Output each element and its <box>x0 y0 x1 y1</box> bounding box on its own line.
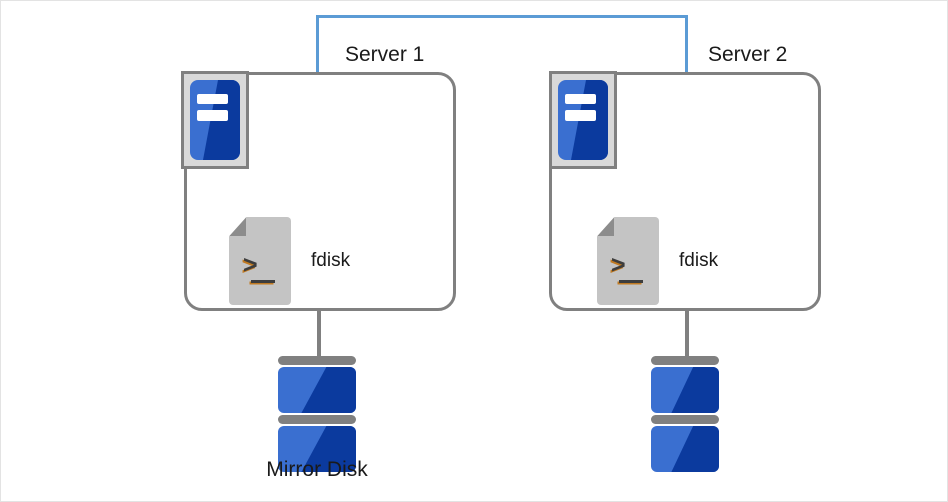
server-2-label: Server 2 <box>708 43 788 66</box>
server-chassis-body <box>558 80 608 160</box>
chassis-slot-bar <box>565 110 596 121</box>
disk-platter <box>278 367 356 413</box>
document-fold-corner <box>229 217 247 237</box>
server-chassis-body <box>190 80 240 160</box>
mirror-disk-2[interactable] <box>651 356 719 474</box>
server-2-chassis-icon <box>549 71 617 169</box>
disk-platter-bar <box>651 415 719 424</box>
terminal-document-icon: > <box>597 217 659 305</box>
terminal-prompt-glyph: > <box>243 251 258 279</box>
server-2-fdisk-label: fdisk <box>679 250 719 271</box>
disk-platter-bar <box>278 415 356 424</box>
disk-platter <box>278 426 356 472</box>
server-1-fdisk-group[interactable]: > fdisk <box>229 217 350 305</box>
disk-platter <box>651 367 719 413</box>
chassis-slot-bar <box>197 93 228 104</box>
mirror-disk-1-label: Mirror Disk <box>266 458 368 481</box>
server-1-fdisk-label: fdisk <box>311 250 351 271</box>
server-2-fdisk-group[interactable]: > fdisk <box>597 217 718 305</box>
terminal-prompt-glyph: > <box>611 251 626 279</box>
terminal-cursor-glyph <box>251 280 275 283</box>
mirror-disk-1[interactable] <box>278 356 356 474</box>
disk-platter-bar <box>651 356 719 365</box>
chassis-slot-bar <box>197 110 228 121</box>
document-fold-corner <box>597 217 615 237</box>
server-2-disk-connector <box>685 311 689 361</box>
disk-platter <box>651 426 719 472</box>
server-1-chassis-icon <box>181 71 249 169</box>
terminal-cursor-glyph <box>619 280 643 283</box>
server-1-disk-connector <box>317 311 321 361</box>
disk-platter-bar <box>278 356 356 365</box>
terminal-document-icon: > <box>229 217 291 305</box>
chassis-slot-bar <box>565 93 596 104</box>
server-1-label: Server 1 <box>345 43 425 66</box>
